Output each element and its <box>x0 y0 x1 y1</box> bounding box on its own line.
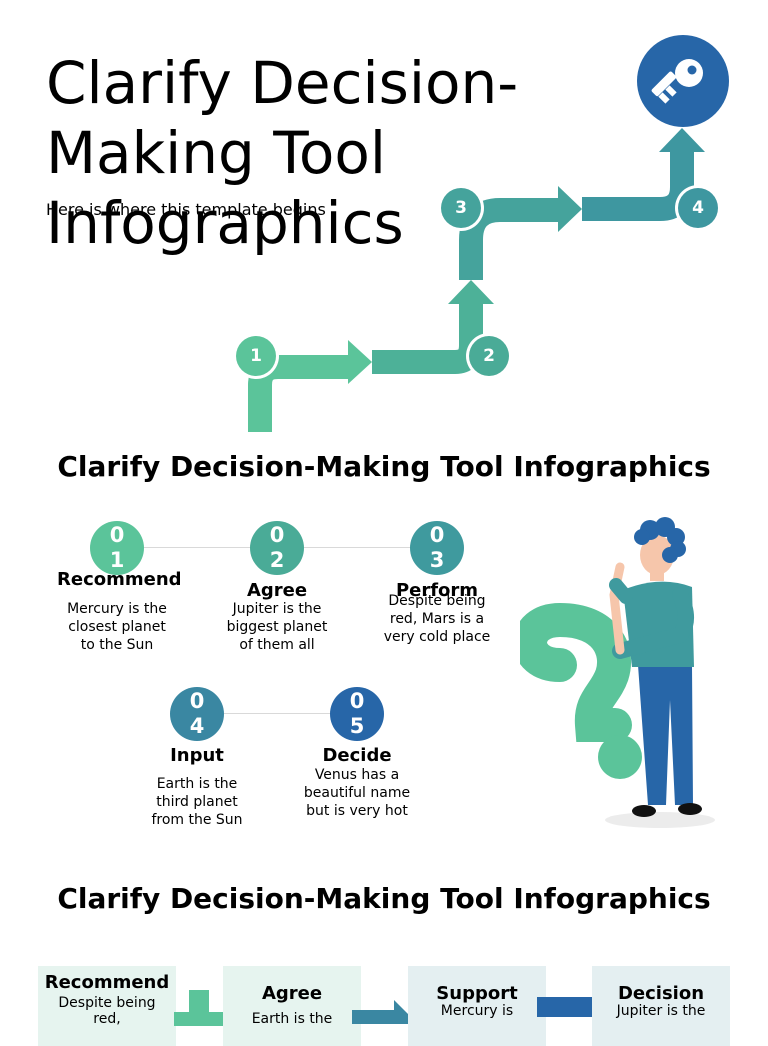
step-desc-agree: Jupiter is the biggest planet of them al… <box>226 601 328 653</box>
step-badge-3: 3 <box>441 188 481 228</box>
card-decision: Decision Jupiter is the <box>592 966 730 1046</box>
hero-subtitle: Here is where this template begins <box>46 200 326 219</box>
question-mark-icon <box>520 602 642 779</box>
path-arrow-1 <box>348 340 372 384</box>
card-agree: Agree Earth is the <box>223 966 361 1046</box>
shadow <box>605 812 715 828</box>
section-title-2: Clarify Decision-Making Tool Infographic… <box>57 450 711 483</box>
connector-line-bottom <box>220 713 360 714</box>
card-desc-recommend: Despite being red, <box>58 995 156 1027</box>
section-title-3: Clarify Decision-Making Tool Infographic… <box>57 882 711 915</box>
step-title-agree: Agree <box>246 580 308 601</box>
minus-icon <box>537 997 601 1017</box>
step-badge-4: 4 <box>678 188 718 228</box>
step-desc-decide: Venus has a beautiful name but is very h… <box>303 767 411 819</box>
step-badge-1: 1 <box>236 336 276 376</box>
step-title-recommend: Recommend <box>57 569 182 590</box>
card-title-recommend: Recommend <box>44 972 170 993</box>
card-support: Support Mercury is <box>408 966 546 1046</box>
path-arrow-3 <box>558 186 582 232</box>
path-segment-2 <box>372 302 483 374</box>
step-title-perform: Perform <box>395 580 479 601</box>
step-title-input: Input <box>170 745 224 766</box>
card-desc-support: Mercury is <box>440 1003 514 1019</box>
card-title-decision: Decision <box>617 983 705 1004</box>
path-segment-1 <box>248 355 350 432</box>
step-badge-2: 2 <box>469 336 509 376</box>
step-desc-input: Earth is the third planet from the Sun <box>151 776 243 828</box>
path-arrow-4 <box>659 128 705 152</box>
key-icon <box>651 59 703 104</box>
hero-title: Clarify Decision-Making Tool Infographic… <box>46 49 519 257</box>
step-desc-perform: Despite being red, Mars is a very cold p… <box>383 593 491 645</box>
card-title-agree: Agree <box>261 983 323 1004</box>
step-title-decide: Decide <box>322 745 392 766</box>
path-arrow-2 <box>448 280 494 304</box>
path-segment-4 <box>582 150 694 221</box>
card-desc-decision: Jupiter is the <box>616 1003 706 1019</box>
card-recommend: Recommend Despite being red, <box>38 966 176 1046</box>
plus-icon <box>174 990 232 1026</box>
card-desc-agree: Earth is the <box>251 1011 333 1027</box>
card-title-support: Support <box>436 983 518 1004</box>
step-desc-recommend: Mercury is the closest planet to the Sun <box>67 601 167 653</box>
thinking-person-illustration <box>520 517 715 828</box>
goal-circle <box>637 35 729 127</box>
